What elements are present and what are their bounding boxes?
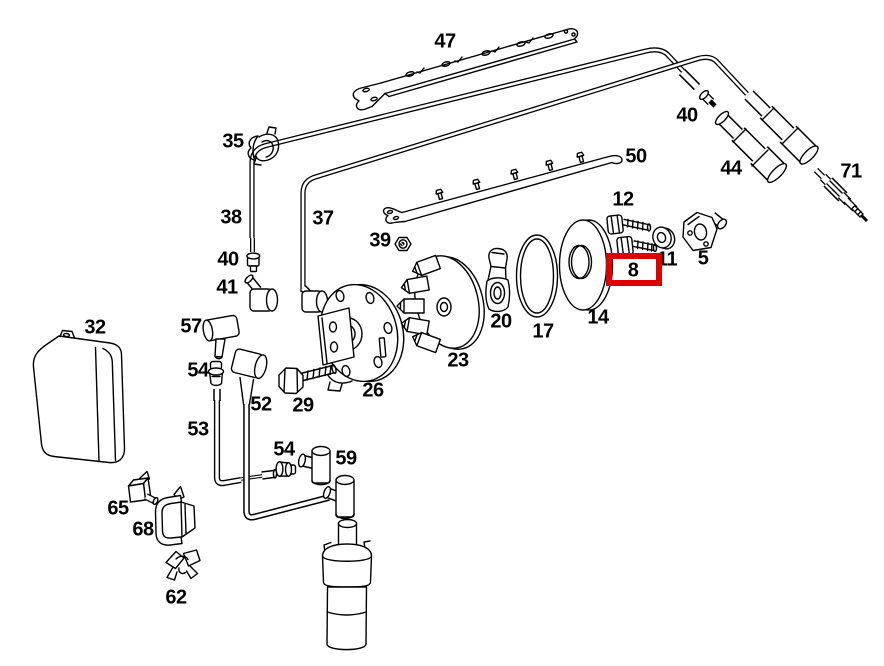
- holder-rail-50: [382, 151, 623, 224]
- ignition-cable-37: [300, 54, 749, 292]
- part-label-53[interactable]: 53: [187, 418, 209, 441]
- part-label-54[interactable]: 54: [187, 359, 209, 382]
- part-label-8[interactable]: 8: [627, 259, 639, 282]
- rail-clips: [435, 151, 585, 201]
- part-label-32[interactable]: 32: [84, 316, 106, 339]
- dust-cover-14: [558, 219, 614, 311]
- nut-39: [394, 236, 412, 252]
- cable-53: [213, 389, 278, 487]
- cable-52-end-connector: [322, 474, 355, 520]
- part-label-14[interactable]: 14: [587, 306, 609, 329]
- part-label-5[interactable]: 5: [697, 247, 709, 270]
- part-label-71[interactable]: 71: [840, 160, 862, 183]
- part-label-44[interactable]: 44: [720, 157, 742, 180]
- seal-ring-17: [515, 234, 559, 318]
- cable-37-spark-plug-boot: [744, 90, 819, 165]
- screw-54-middle: [275, 461, 297, 478]
- cap-towers: [396, 254, 452, 354]
- washer-11: [652, 226, 676, 250]
- clamp-65: [127, 470, 159, 506]
- part-label-20[interactable]: 20: [490, 310, 512, 333]
- part-label-17[interactable]: 17: [532, 320, 554, 343]
- cable-duct-47: [352, 28, 579, 111]
- part-label-39[interactable]: 39: [369, 229, 391, 252]
- part-label-37[interactable]: 37: [312, 207, 334, 230]
- part-label-23[interactable]: 23: [447, 349, 469, 372]
- part-label-11[interactable]: 11: [656, 248, 678, 271]
- screw-8: [616, 235, 658, 257]
- distributor-cap-23: [396, 254, 485, 354]
- part-label-26[interactable]: 26: [362, 379, 384, 402]
- part-label-47[interactable]: 47: [434, 30, 456, 53]
- connector-57: [202, 314, 240, 360]
- clip-62: [165, 549, 201, 581]
- part-label-41[interactable]: 41: [216, 276, 238, 299]
- connector-sleeve-40-right: [698, 89, 717, 108]
- cable-52: [230, 348, 330, 521]
- spark-plug-boot-44: [714, 110, 788, 184]
- part-label-59[interactable]: 59: [335, 447, 357, 470]
- part-label-52[interactable]: 52: [250, 393, 272, 416]
- part-label-68[interactable]: 68: [132, 518, 154, 541]
- ignition-coil: [321, 518, 373, 651]
- part-label-40[interactable]: 40: [676, 104, 698, 127]
- part-label-54[interactable]: 54: [273, 438, 295, 461]
- part-label-38[interactable]: 38: [220, 206, 242, 229]
- protective-cover-32: [32, 329, 126, 464]
- cable-37-end-connector: [300, 285, 329, 313]
- part-label-12[interactable]: 12: [612, 188, 634, 211]
- connector-59: [297, 445, 331, 486]
- ignition-cable-38: [249, 47, 701, 252]
- bracket-5: [682, 211, 728, 252]
- screw-54-upper: [207, 360, 225, 387]
- part-label-50[interactable]: 50: [625, 145, 647, 168]
- part-label-29[interactable]: 29: [292, 394, 314, 417]
- plug-connector-41: [244, 274, 279, 312]
- distributor-26: [317, 283, 405, 392]
- clip-35: [247, 126, 280, 166]
- part-label-40[interactable]: 40: [217, 248, 239, 271]
- part-label-57[interactable]: 57: [180, 315, 202, 338]
- part-label-65[interactable]: 65: [107, 497, 129, 520]
- spark-plug-71: [813, 167, 869, 223]
- part-label-35[interactable]: 35: [222, 130, 244, 153]
- part-label-62[interactable]: 62: [165, 586, 187, 609]
- screw-12: [606, 214, 652, 235]
- clamp-68: [154, 485, 196, 546]
- connector-sleeve-40-left: [246, 252, 261, 273]
- bolt-29: [278, 363, 337, 395]
- rotor-20: [485, 247, 511, 313]
